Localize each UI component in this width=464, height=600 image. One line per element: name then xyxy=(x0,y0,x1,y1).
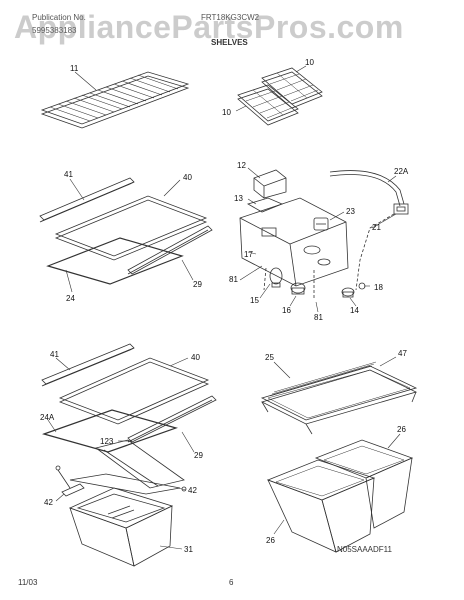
callout-26-left: 26 xyxy=(266,536,275,545)
callout-42-right: 42 xyxy=(188,486,197,495)
callout-numbers: 11 10 10 41 40 29 24 12 22A 13 23 21 17 … xyxy=(40,58,409,554)
callout-21: 21 xyxy=(372,223,381,232)
callout-15: 15 xyxy=(250,296,259,305)
lamp-socket xyxy=(290,282,306,295)
callout-81-left: 81 xyxy=(229,275,238,284)
leader-lines xyxy=(47,65,401,550)
tube-22a xyxy=(329,170,405,207)
callout-26-right: 26 xyxy=(397,425,406,434)
crisper-drawer-26-right xyxy=(314,439,414,529)
callout-22a: 22A xyxy=(394,167,409,176)
callout-29-upper: 29 xyxy=(193,280,202,289)
shelf-front-trim-upper xyxy=(39,177,135,223)
ice-tray-upper xyxy=(261,67,323,109)
callout-17: 17 xyxy=(244,250,253,259)
glass-shelf-lower xyxy=(58,357,210,425)
diagram-code: N05SAAADF11 xyxy=(337,545,392,554)
callout-81-right: 81 xyxy=(314,313,323,322)
callout-12: 12 xyxy=(237,161,246,170)
publication-label: Publication No. xyxy=(32,13,86,22)
thermostat-23 xyxy=(313,217,329,231)
shelf-frame-lower xyxy=(42,409,178,453)
callout-40-upper: 40 xyxy=(183,173,192,182)
lamp-bulb xyxy=(269,267,283,288)
watermark: AppliancePartsPros.com xyxy=(14,9,404,45)
callout-41-lower: 41 xyxy=(50,350,59,359)
callout-23: 23 xyxy=(346,207,355,216)
callout-14: 14 xyxy=(350,306,359,315)
footer-page-number: 6 xyxy=(229,578,234,587)
glass-shelf-upper xyxy=(54,195,208,261)
callout-31: 31 xyxy=(184,545,193,554)
damper-14 xyxy=(341,287,355,298)
control-housing xyxy=(239,197,349,287)
callout-16: 16 xyxy=(282,306,291,315)
shelf-rear-trim-lower xyxy=(127,395,217,443)
shelf-frame-upper xyxy=(46,237,184,285)
callout-25: 25 xyxy=(265,353,274,362)
crisper-drawer-26-left xyxy=(266,459,376,553)
callout-13: 13 xyxy=(234,194,243,203)
publication-number: 5995383183 xyxy=(32,26,77,35)
crisper-cover-strip xyxy=(95,439,185,489)
callout-10-lower: 10 xyxy=(222,108,231,117)
crisper-cover-frame xyxy=(260,361,418,435)
callout-11: 11 xyxy=(70,64,79,73)
dashed-wiring xyxy=(263,213,395,300)
connector-21 xyxy=(393,203,409,215)
clip-42a xyxy=(55,465,85,497)
footer-date: 11/03 xyxy=(18,578,38,587)
wire-shelf xyxy=(40,71,190,129)
callout-123: 123 xyxy=(100,437,114,446)
model-number: FRT18KG3CW2 xyxy=(201,13,260,22)
callout-42-left: 42 xyxy=(44,498,53,507)
callout-40-lower: 40 xyxy=(191,353,200,362)
section-title: SHELVES xyxy=(211,38,248,47)
callout-10-upper: 10 xyxy=(305,58,314,67)
shelf-front-trim-lower xyxy=(41,343,135,387)
ice-tray-lower xyxy=(237,84,299,126)
callout-41-upper: 41 xyxy=(64,170,73,179)
callout-18: 18 xyxy=(374,283,383,292)
callout-47: 47 xyxy=(398,349,407,358)
callout-24a: 24A xyxy=(40,413,55,422)
crisper-drawer-31 xyxy=(68,487,174,567)
callout-24: 24 xyxy=(66,294,75,303)
callout-29-lower: 29 xyxy=(194,451,203,460)
ice-bucket-cover xyxy=(253,169,287,199)
